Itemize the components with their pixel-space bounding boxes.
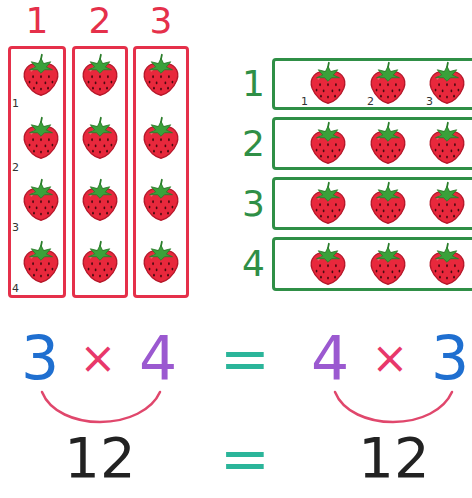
count-number: 3: [426, 96, 433, 107]
equals-sign: =: [220, 328, 270, 388]
group-number: 1: [26, 3, 49, 39]
times-sign: ×: [372, 336, 409, 380]
count-number: 3: [12, 222, 19, 233]
factor: 3: [431, 328, 469, 388]
times-sign: ×: [80, 336, 117, 380]
group-number: 2: [89, 3, 112, 39]
equals-sign: =: [220, 428, 270, 488]
bracket: [335, 392, 452, 422]
count-number: 1: [12, 98, 19, 109]
group-number: 1: [242, 66, 265, 102]
factor: 4: [139, 328, 177, 388]
group-row: 2: [272, 117, 472, 170]
group-column: 3: [133, 46, 189, 298]
factor: 3: [21, 328, 59, 388]
group-row: 3: [272, 177, 472, 230]
group-column: 11234: [8, 46, 66, 298]
group-number: 3: [242, 186, 265, 222]
product: 12: [64, 430, 135, 486]
count-number: 2: [367, 96, 374, 107]
count-number: 4: [12, 283, 19, 294]
group-number: 2: [242, 126, 265, 162]
factor: 4: [311, 328, 349, 388]
count-number: 2: [12, 162, 19, 173]
product: 12: [358, 430, 429, 486]
group-column: 2: [72, 46, 128, 298]
group-row: 4: [272, 237, 472, 291]
count-number: 1: [301, 96, 308, 107]
group-number: 3: [150, 3, 173, 39]
group-number: 4: [242, 246, 265, 282]
bracket: [42, 392, 160, 422]
group-row: 1123: [272, 58, 472, 110]
